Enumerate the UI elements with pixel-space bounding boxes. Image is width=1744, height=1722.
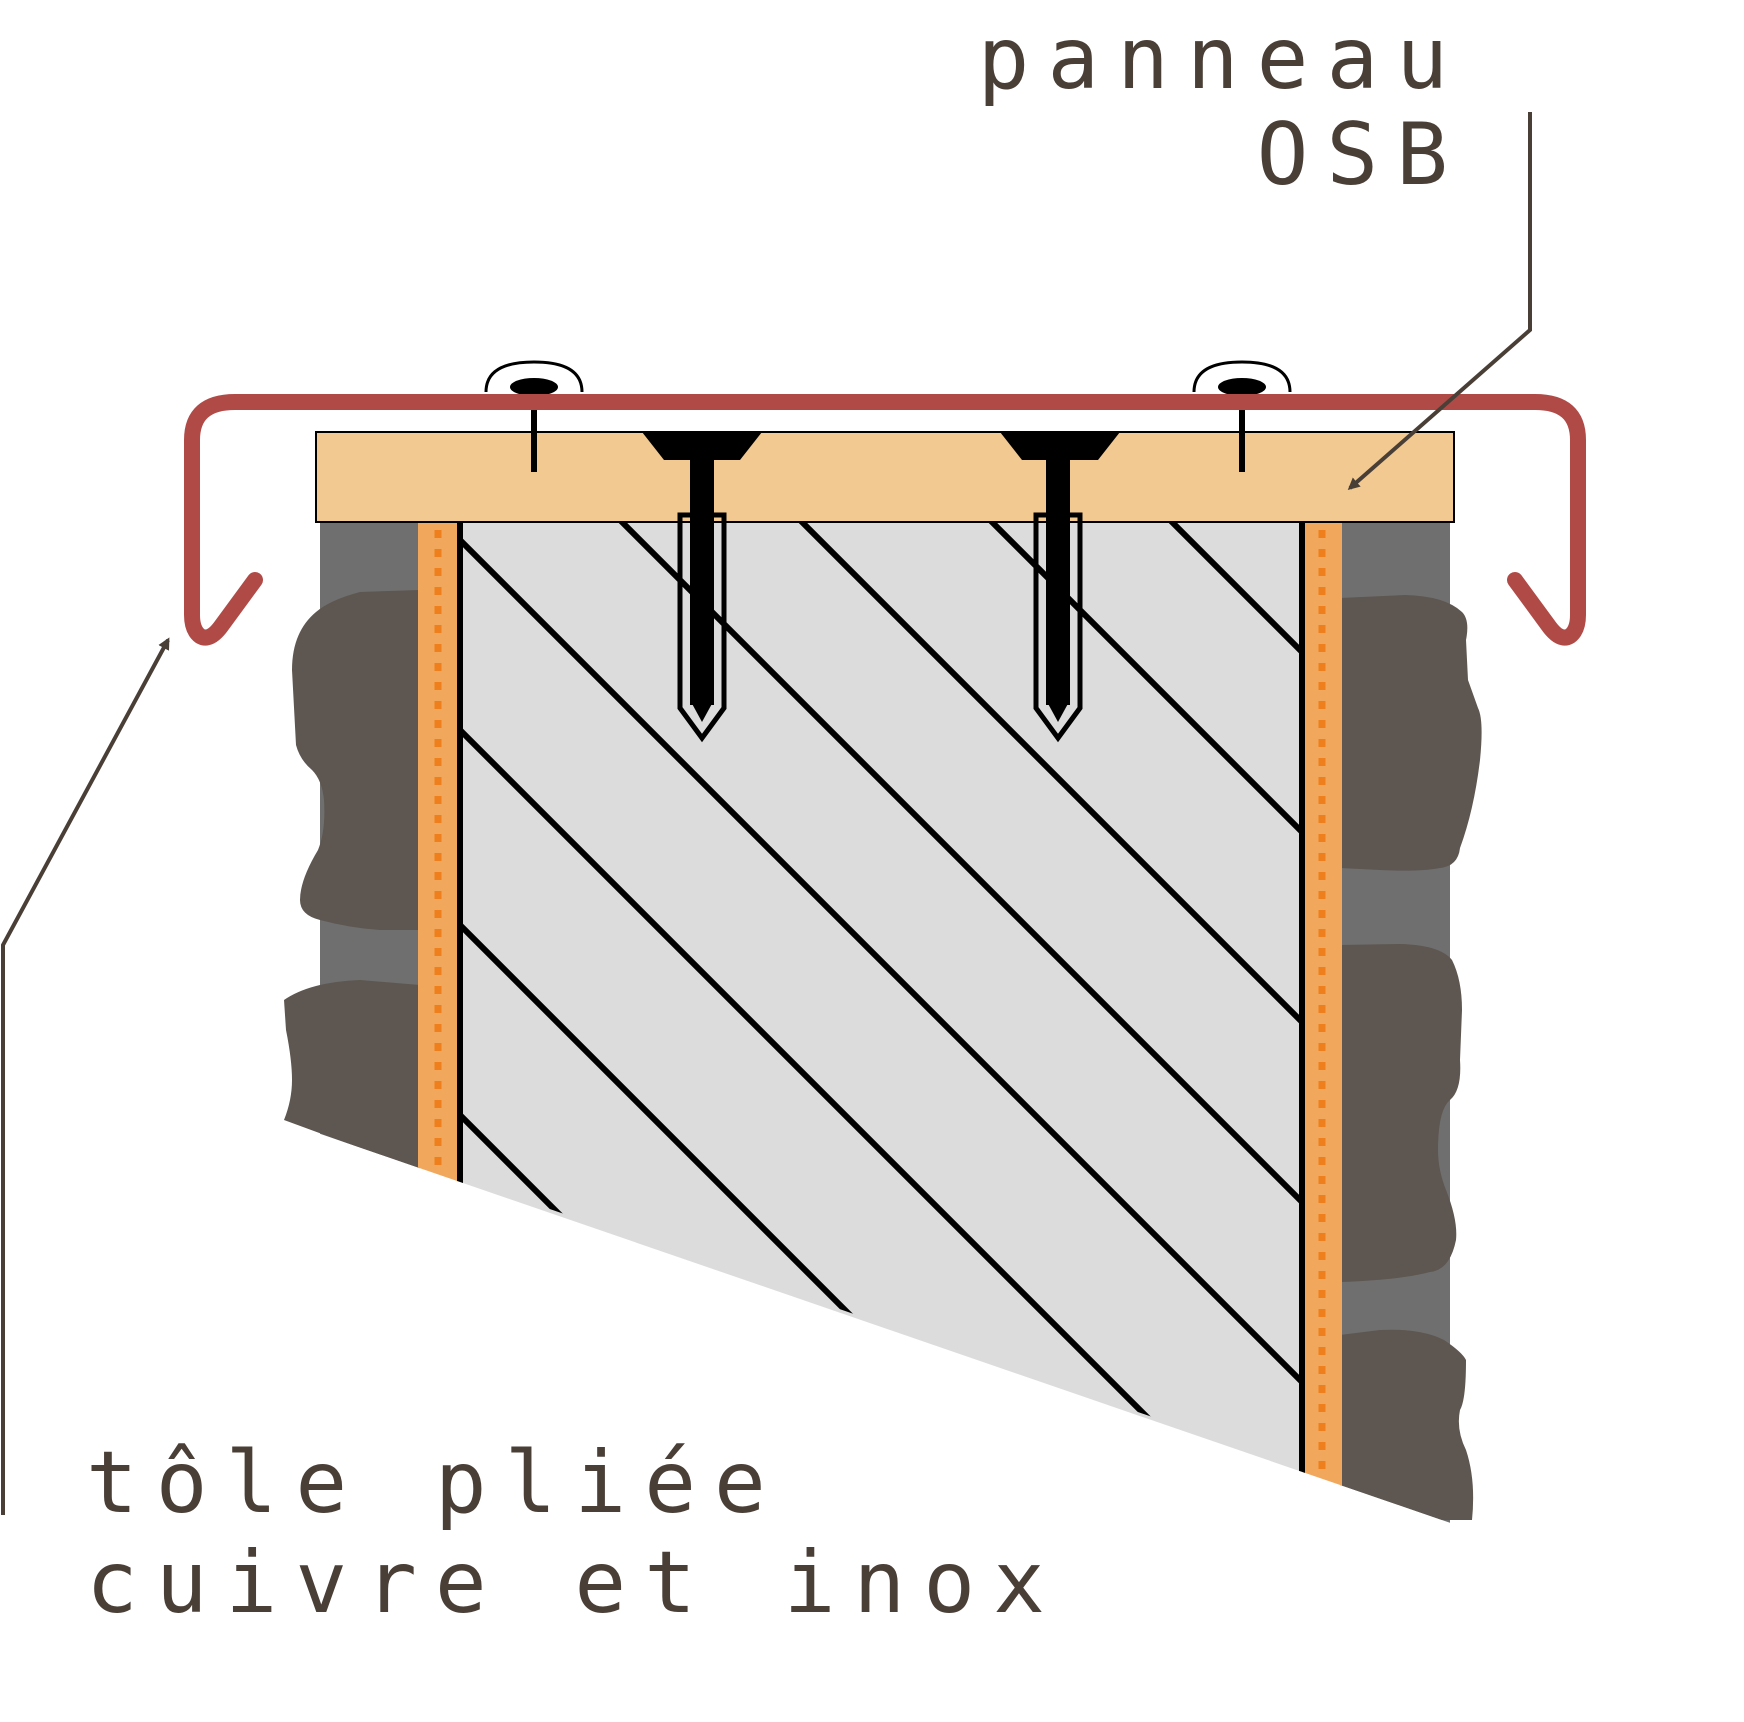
wall-core-hatching xyxy=(460,520,1300,1468)
sheet-leader-line xyxy=(1,637,170,1515)
screw-left xyxy=(642,432,762,743)
right-stone-1 xyxy=(1340,595,1482,871)
sheet-label-line1: tôle pliée xyxy=(86,1433,784,1533)
osb-panel-label-line1: panneau xyxy=(978,9,1466,109)
right-stone-2 xyxy=(1340,944,1462,1282)
sheet-label-line2: cuivre et inox xyxy=(86,1533,1063,1633)
folded-sheet-cap xyxy=(184,394,1586,646)
screw-right xyxy=(1000,432,1120,743)
right-stone-3 xyxy=(1340,1329,1474,1520)
left-stone-2 xyxy=(284,980,420,1170)
osb-panel-label-line2: OSB xyxy=(1257,105,1466,205)
osb-panel xyxy=(315,431,1455,523)
sealing-screw-left xyxy=(484,360,584,472)
osb-leader-line xyxy=(1347,112,1532,490)
wall-section xyxy=(284,520,1482,1540)
left-stone-1 xyxy=(292,590,420,930)
left-insulation-strip xyxy=(418,522,458,1540)
